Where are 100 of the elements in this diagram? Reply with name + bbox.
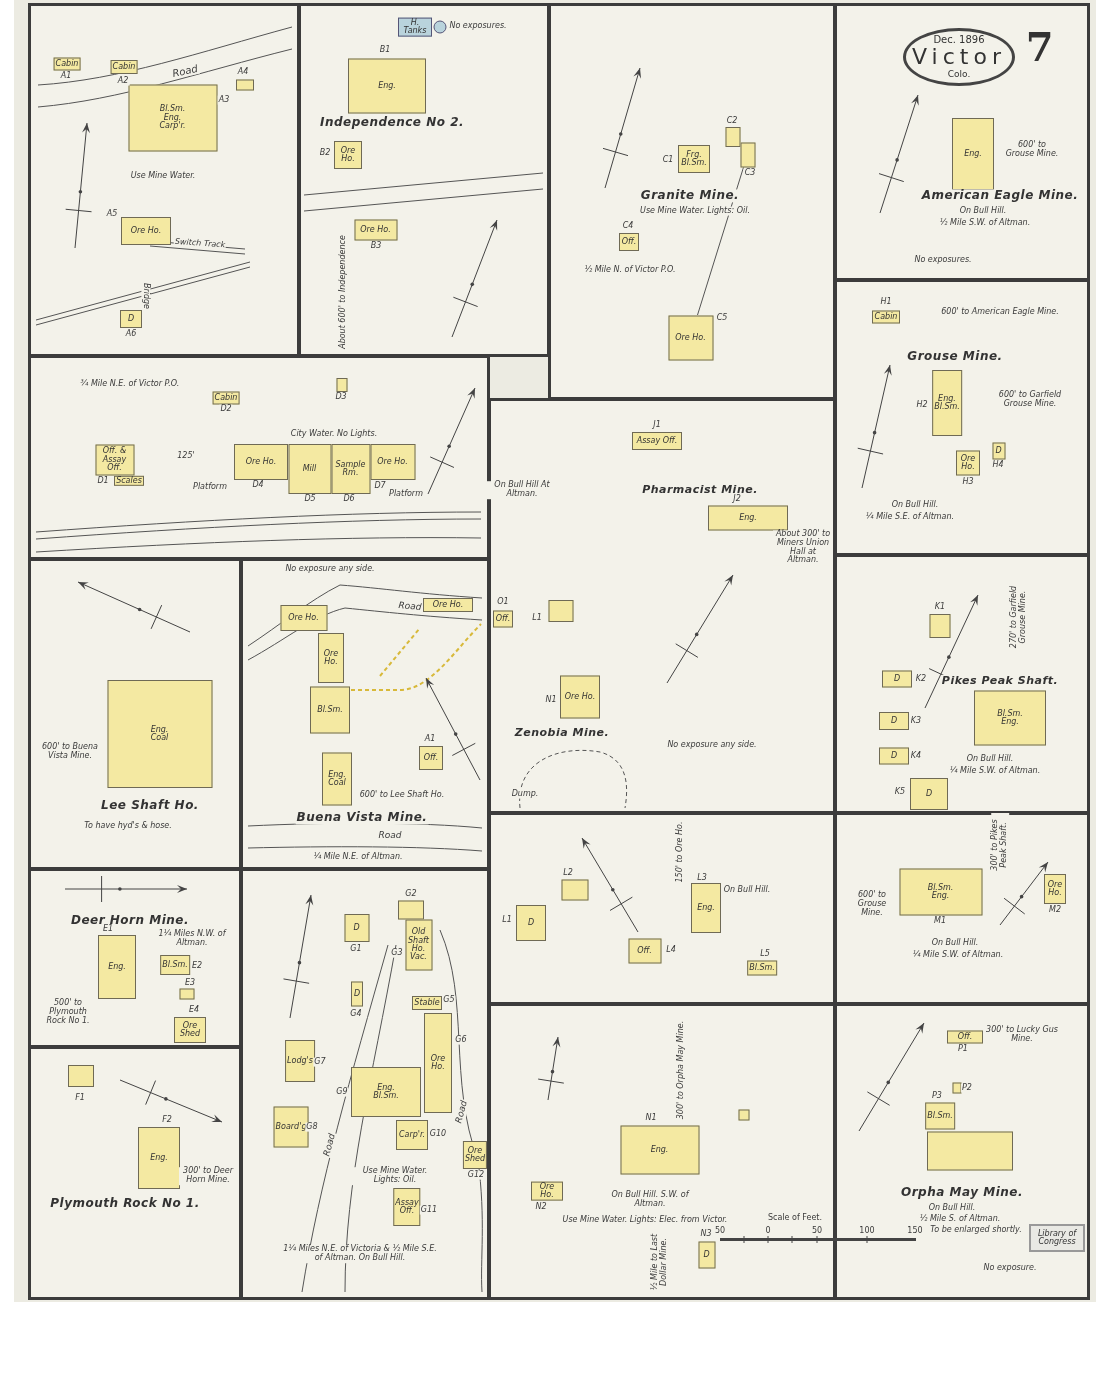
building-use-label: Ore Ho. [675,333,706,342]
building-number: N1 [544,695,558,705]
building-footprint [947,1030,983,1043]
building-use-label: Off. [495,614,511,623]
building-use-label: Eng. [150,1153,168,1163]
building-number: B2 [318,148,332,158]
scale-number: 100 [858,1226,876,1236]
building-number: N2 [534,1202,548,1212]
map-note: No exposure. [982,1263,1038,1273]
building-number: G4 [349,1009,363,1019]
building-number: P3 [931,1091,943,1101]
building-number: C1 [661,155,675,165]
building-number: G3 [390,948,404,958]
map-note: 300' to Orpha May Mine. [676,1019,686,1121]
map-note: 300' to Lucky Gus Mine. [984,1026,1060,1044]
building-use-label: Off. [637,946,652,955]
building-number: L2 [562,868,574,878]
building-footprint [68,1065,94,1087]
building-number: A5 [105,209,119,219]
building-footprint [234,444,288,480]
building-use-label: Ore Ho. [288,613,319,623]
building-use-label: Bl.Sm. [681,159,707,168]
mine-name: Granite Mine. [639,189,741,203]
cartouche-text: Colo. [947,69,971,80]
building-use-label: D [527,918,535,928]
building-use-label: Bl.Sm. [749,963,775,972]
map-note: ¼ Mile S.W. of Altman. [911,950,1005,960]
building-number: K5 [893,787,907,797]
building-use-label: Ore Shed [178,1021,202,1039]
map-note: On Bull Hill. [958,206,1008,216]
building-use-label: Ore Ho. [130,226,162,236]
building-number: L4 [665,945,677,955]
building-use-label: Ore Ho. [429,1054,447,1072]
map-note: ¼ Mile S.E. of Altman. [864,512,956,522]
mine-name: American Eagle Mine. [920,189,1080,203]
building-footprint [236,79,254,90]
building-use-label: D [353,923,360,933]
mine-name: Buena Vista Mine. [295,811,429,825]
map-panel [548,3,836,400]
building-footprint [628,938,661,963]
building-footprint [974,690,1046,745]
building-footprint [351,981,363,1006]
building-use-label: D [127,314,135,324]
map-note: 300' to Deer Horn Mine. [179,1167,237,1185]
building-number: L1 [531,613,543,623]
building-number: N3 [699,1229,713,1239]
building-use-label: Coal [150,734,169,743]
building-footprint [121,217,171,245]
building-number: C3 [743,168,757,178]
building-number: G7 [313,1057,327,1067]
building-number: F1 [74,1093,86,1103]
building-use-label: Eng. [108,962,126,972]
building-use-label: D [890,751,898,760]
building-number: J2 [732,494,742,504]
building-number: M2 [1048,905,1062,915]
building-footprint [932,370,962,436]
map-note: Platform [192,482,228,492]
building-footprint [318,633,344,683]
cartouche-text: Victor [912,45,1006,70]
building-footprint [725,127,740,147]
building-footprint [882,670,912,687]
stamp-text: Library of Congress [1036,1229,1078,1247]
building-number: G1 [349,944,363,954]
building-number: L1 [501,915,513,925]
building-use-label: Ore Ho. [959,454,977,471]
building-use-label: Bl.Sm. [159,104,186,113]
sheet-number: 7 [1024,25,1056,69]
building-use-label: Carp'r. [159,121,186,131]
building-use-label: Off. [957,1032,973,1041]
building-number: D7 [373,481,387,491]
building-use-label: Ore Ho. [432,600,464,610]
building-footprint [879,712,909,730]
building-use-label: Board'g [275,1122,307,1131]
building-footprint [348,58,426,113]
building-number: K4 [909,751,923,761]
building-use-label: Eng. [650,1145,669,1154]
building-footprint [516,905,546,941]
building-footprint [740,142,755,167]
building-footprint [107,680,212,788]
building-use-label: Bl.Sm. [162,960,188,970]
building-footprint [462,1141,488,1169]
building-use-label: Cabin [214,393,238,402]
building-footprint [620,1125,699,1174]
building-number: D6 [342,494,356,504]
building-use-label: Old Shaft Ho. Vac. [407,927,430,962]
building-footprint [531,1181,563,1201]
building-footprint [560,675,600,718]
building-number: F2 [161,1115,173,1125]
building-use-label: D [893,674,901,683]
map-note: On Bull Hill. [965,754,1015,764]
building-number: G6 [454,1035,468,1045]
building-footprint [160,955,190,975]
building-use-label: Carp'r. [398,1130,426,1140]
building-number: D3 [334,392,348,402]
building-footprint [493,610,513,627]
building-use-label: Bl.Sm. [927,883,954,892]
building-number: N1 [644,1113,658,1123]
building-footprint [1044,874,1066,904]
building-use-label: Cabin [112,62,136,72]
building-use-label: Coal [328,778,346,787]
